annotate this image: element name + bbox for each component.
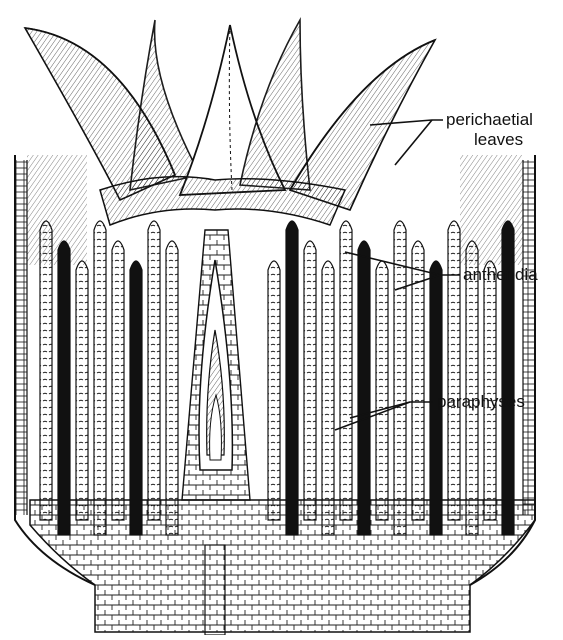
paraphysis: [322, 261, 334, 535]
label-perichaetial-line2: leaves: [446, 130, 533, 150]
paraphysis: [394, 221, 406, 535]
paraphysis: [112, 241, 124, 520]
filament-group: [40, 221, 514, 535]
paraphysis: [166, 241, 178, 535]
paraphysis: [94, 221, 106, 535]
paraphysis: [484, 261, 496, 520]
paraphysis: [376, 261, 388, 520]
label-paraphyses: paraphyses: [437, 392, 525, 412]
paraphysis: [148, 221, 160, 520]
paraphysis: [40, 221, 52, 520]
paraphysis: [466, 241, 478, 535]
leader-perichaetial-2: [395, 120, 432, 165]
antheridium: [58, 241, 70, 535]
paraphysis: [304, 241, 316, 520]
label-antheridia: antheridia: [463, 265, 538, 285]
antheridium: [286, 221, 298, 535]
label-perichaetial-leaves: perichaetial leaves: [446, 110, 533, 150]
antheridium: [130, 261, 142, 535]
paraphysis: [340, 221, 352, 520]
central-shoot: [182, 230, 250, 500]
paraphysis: [268, 261, 280, 520]
antheridium: [358, 241, 370, 535]
paraphysis: [448, 221, 460, 520]
paraphysis: [76, 261, 88, 520]
label-perichaetial-line1: perichaetial: [446, 110, 533, 130]
